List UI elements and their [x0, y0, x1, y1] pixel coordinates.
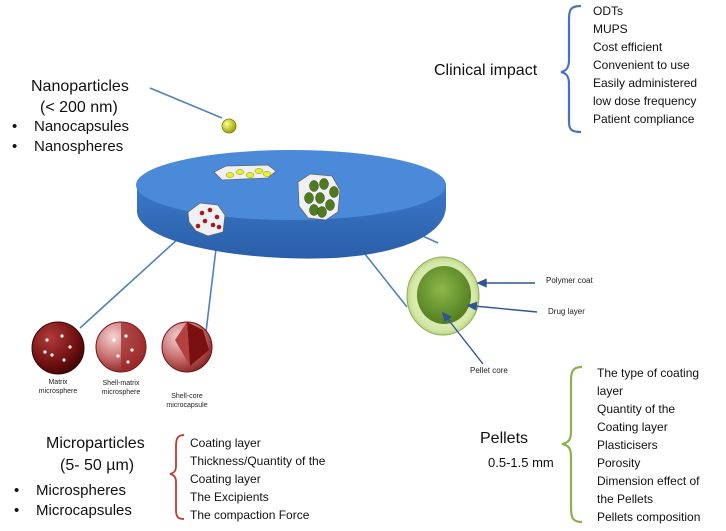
list-item: Convenient to use: [593, 58, 690, 72]
clinical-impact-list: ODTs MUPS Cost efficient Convenient to u…: [593, 2, 697, 128]
matrix-microsphere-label: Matrix microsphere: [38, 379, 78, 395]
connector-nanoparticle: [149, 87, 223, 119]
list-item: Coating layer: [597, 420, 668, 434]
pellets-factors: The type of coating layer Quantity of th…: [597, 364, 700, 526]
matrix-microsphere-illustration: [31, 321, 85, 375]
pellet-core-label: Pellet core: [470, 366, 508, 375]
shell-matrix-microsphere-label: Shell-matrix microsphere: [101, 380, 141, 396]
microparticles-brace: [169, 434, 185, 520]
list-item: Plasticisers: [597, 438, 658, 452]
list-item: ODTs: [593, 4, 623, 18]
list-item: Microcapsules: [10, 501, 132, 521]
list-item: Coating layer: [190, 472, 261, 486]
list-item: Quantity of the: [597, 402, 676, 416]
pellets-size: 0.5-1.5 mm: [488, 455, 554, 470]
microparticles-size: (5- 50 µm): [60, 457, 135, 474]
pellets-brace: [561, 365, 583, 524]
list-item: Pellets composition: [597, 510, 701, 524]
pellets-title: Pellets: [480, 430, 529, 447]
list-item: Coating layer: [190, 436, 261, 450]
clinical-impact-title: Clinical impact: [434, 62, 538, 79]
drug-layer-label: Drug layer: [548, 307, 585, 316]
shell-matrix-microsphere-illustration: [95, 321, 147, 373]
list-item: low dose frequency: [593, 94, 697, 108]
list-item: The type of coating: [597, 366, 700, 380]
list-item: The compaction Force: [190, 508, 310, 522]
nanoparticles-size: (< 200 nm): [40, 99, 118, 116]
list-item: Dimension effect of: [597, 474, 700, 488]
list-item: Thickness/Quantity of the: [190, 454, 326, 468]
list-item: Nanospheres: [8, 137, 129, 157]
list-item: Nanocapsules: [8, 117, 129, 137]
list-item: layer: [597, 384, 624, 398]
list-item: MUPS: [593, 22, 628, 36]
microparticles-title: Microparticles: [46, 435, 145, 452]
polymer-coat-label: Polymer coat: [546, 276, 593, 285]
microparticles-list: Microspheres Microcapsules: [10, 481, 132, 521]
nanoparticles-title: Nanoparticles: [31, 78, 129, 95]
list-item: Patient compliance: [593, 112, 695, 126]
microparticles-factors: Coating layer Thickness/Quantity of the …: [190, 434, 325, 524]
pellet-illustration: [406, 256, 480, 336]
pellet-arrows: [441, 278, 538, 365]
nanoparticles-list: Nanocapsules Nanospheres: [8, 117, 129, 157]
list-item: The Excipients: [190, 490, 269, 504]
connector-matrix-sphere: [79, 227, 191, 329]
list-item: Microspheres: [10, 481, 132, 501]
shell-core-microcapsule-illustration: [161, 321, 213, 373]
list-item: Cost efficient: [593, 40, 663, 54]
clinical-impact-brace: [560, 4, 582, 134]
list-item: the Pellets: [597, 492, 654, 506]
list-item: Porosity: [597, 456, 641, 470]
nanoparticle-dot: [221, 118, 237, 134]
list-item: Easily administered: [593, 76, 698, 90]
shell-core-microcapsule-label: Shell-core microcapsule: [166, 393, 208, 409]
tablet-illustration: [136, 150, 446, 259]
